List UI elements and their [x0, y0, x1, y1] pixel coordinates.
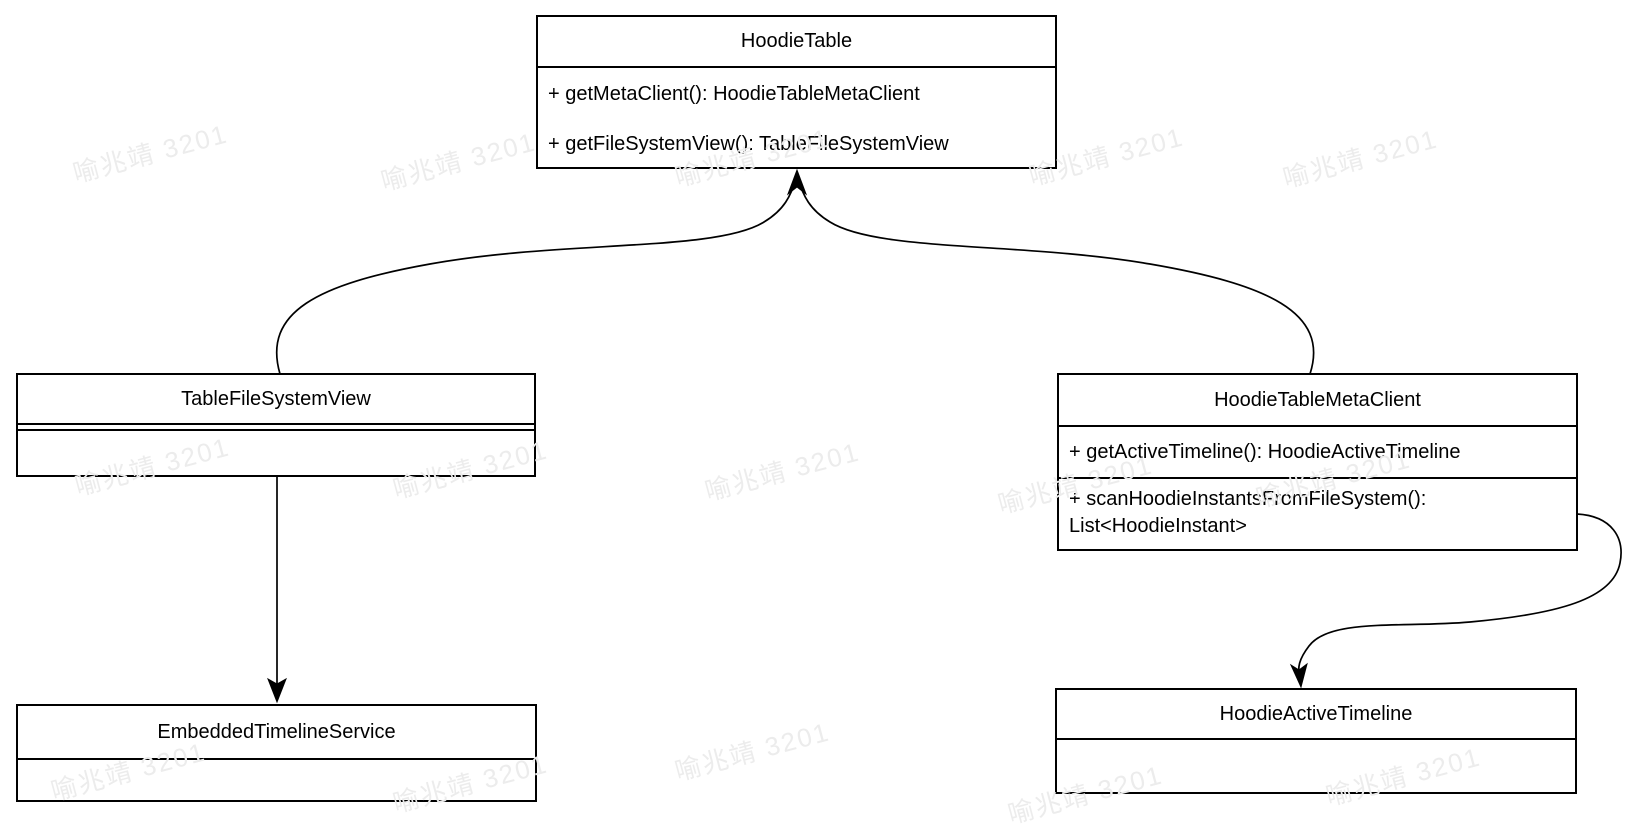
- class-tablefilesystemview[interactable]: TableFileSystemView: [16, 373, 536, 477]
- class-title: TableFileSystemView: [18, 375, 534, 425]
- method-getactivetimeline: + getActiveTimeline(): HoodieActiveTimel…: [1059, 427, 1576, 479]
- class-title: HoodieTable: [538, 17, 1055, 68]
- empty-methods-compartment: [18, 431, 534, 475]
- class-hoodietablemetaclient[interactable]: HoodieTableMetaClient + getActiveTimelin…: [1057, 373, 1578, 551]
- class-hoodieactivetimeline[interactable]: HoodieActiveTimeline: [1055, 688, 1577, 794]
- arrowhead-to-hoodieactivetimeline: [1289, 662, 1308, 689]
- arrowhead-to-embeddedtimelineservice: [267, 677, 287, 704]
- edge-tablefilesystemview-to-embeddedtimelineservice[interactable]: [267, 477, 287, 704]
- class-embeddedtimelineservice[interactable]: EmbeddedTimelineService: [16, 704, 537, 802]
- arrowhead-to-hoodietable: [786, 168, 808, 196]
- empty-fields-compartment: [18, 425, 534, 431]
- method-getfilesystemview: + getFileSystemView(): TableFileSystemVi…: [548, 132, 949, 155]
- edge-hoodietablemetaclient-to-hoodieactivetimeline[interactable]: [1289, 513, 1622, 689]
- class-title: HoodieActiveTimeline: [1057, 690, 1575, 740]
- method-scanhoodieinstants: + scanHoodieInstantsFromFileSystem(): Li…: [1069, 488, 1427, 537]
- class-title: HoodieTableMetaClient: [1059, 375, 1576, 427]
- diagram-edges: [267, 168, 1622, 704]
- method-getmetaclient: + getMetaClient(): HoodieTableMetaClient: [548, 82, 920, 105]
- empty-methods-compartment: [18, 760, 535, 800]
- empty-methods-compartment: [1057, 740, 1575, 792]
- class-members: + getMetaClient(): HoodieTableMetaClient…: [538, 68, 1055, 169]
- edge-tablefilesystemview-to-hoodietable[interactable]: [275, 177, 797, 375]
- edge-hoodietablemetaclient-to-hoodietable[interactable]: [786, 168, 1315, 375]
- diagram-canvas: HoodieTable + getMetaClient(): HoodieTab…: [16, 15, 1622, 830]
- class-title: EmbeddedTimelineService: [18, 706, 535, 760]
- class-hoodietable[interactable]: HoodieTable + getMetaClient(): HoodieTab…: [536, 15, 1057, 169]
